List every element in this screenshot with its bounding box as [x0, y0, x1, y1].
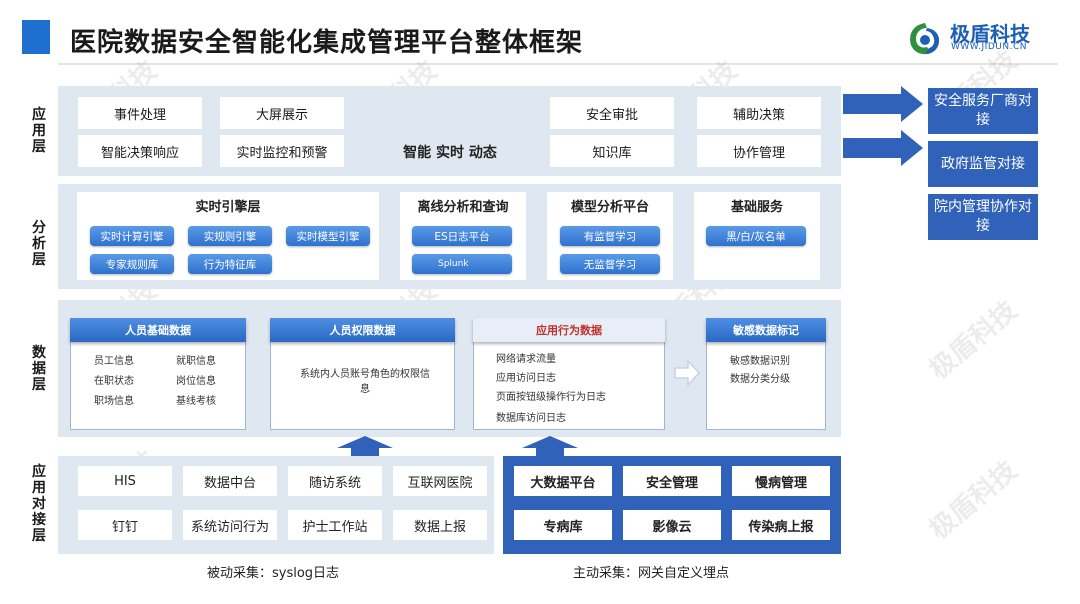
personnel-item: 基线考核 [176, 396, 216, 407]
permission-text: 系统内人员账号角色的权限信息 [300, 369, 430, 395]
personnel-item: 职场信息 [94, 396, 134, 407]
right-arrow-icon [843, 86, 923, 122]
right-hollow-arrow-icon [674, 360, 700, 386]
sensitive-card-title: 敏感数据标记 [706, 318, 826, 342]
pill-realtime-compute: 实时计算引擎 [90, 226, 174, 246]
base-service-title: 基础服务 [730, 200, 783, 215]
passive-box-his: HIS [78, 466, 172, 496]
pill-unsupervised: 无监督学习 [560, 254, 660, 274]
personnel-item: 岗位信息 [176, 376, 216, 387]
realtime-engine-title: 实时引擎层 [195, 200, 261, 215]
passive-box-nurse-station: 护士工作站 [288, 510, 382, 540]
app-box-screen: 大屏展示 [220, 97, 344, 129]
personnel-item: 在职状态 [94, 376, 134, 387]
right-box-hospital: 院内管理协作对接 [928, 194, 1038, 240]
pill-es-log: ES日志平台 [412, 226, 512, 246]
personnel-item: 员工信息 [94, 356, 134, 367]
app-box-decision-response: 智能决策响应 [78, 135, 202, 167]
passive-caption: 被动采集：syslog日志 [207, 566, 340, 581]
passive-box-data-report: 数据上报 [393, 510, 487, 540]
page-title: 医院数据安全智能化集成管理平台整体框架 [70, 28, 584, 58]
offline-title: 离线分析和查询 [417, 200, 509, 215]
app-box-monitor: 实时监控和预警 [220, 135, 344, 167]
model-title: 模型分析平台 [570, 200, 649, 215]
pill-splunk: Splunk [412, 254, 512, 274]
logo-name: 极盾科技 [950, 22, 1030, 46]
right-box-government: 政府监管对接 [928, 141, 1038, 187]
permission-card-title: 人员权限数据 [270, 318, 455, 342]
app-box-collab: 协作管理 [697, 135, 821, 167]
behavior-item: 页面按钮级操作行为日志 [496, 392, 606, 403]
passive-box-data-middle: 数据中台 [183, 466, 277, 496]
pill-behavior-features: 行为特征库 [188, 254, 272, 274]
right-arrow-icon [843, 130, 923, 166]
sensitive-item: 数据分类分级 [730, 374, 790, 385]
passive-box-access-behavior: 系统访问行为 [183, 510, 277, 540]
header-divider [58, 63, 1058, 65]
title-accent-block [22, 20, 50, 54]
logo-url: WWW.JIDUN.CN [951, 42, 1027, 52]
app-box-approval: 安全审批 [550, 97, 674, 129]
app-layer-label: 应用层 [32, 107, 46, 155]
personnel-card-title: 人员基础数据 [70, 318, 246, 342]
watermark: 极盾科技 [924, 455, 1024, 546]
watermark: 极盾科技 [924, 295, 1024, 386]
active-box-disease-db: 专病库 [514, 510, 612, 540]
up-arrow-icon [337, 436, 393, 458]
app-box-knowledge: 知识库 [550, 135, 674, 167]
pill-supervised: 有监督学习 [560, 226, 660, 246]
passive-box-internet-hospital: 互联网医院 [393, 466, 487, 496]
behavior-item: 应用访问日志 [496, 373, 556, 384]
right-arrows [843, 86, 923, 166]
active-box-imaging-cloud: 影像云 [623, 510, 721, 540]
jidun-logo-icon [910, 23, 940, 55]
active-box-chronic: 慢病管理 [732, 466, 830, 496]
active-caption: 主动采集：网关自定义埋点 [573, 566, 730, 581]
pill-realtime-model: 实时模型引擎 [286, 226, 370, 246]
app-center-text: 智能 实时 动态 [403, 145, 497, 161]
active-box-infectious-report: 传染病上报 [732, 510, 830, 540]
pill-expert-rules: 专家规则库 [90, 254, 174, 274]
data-layer-label: 数据层 [32, 345, 46, 393]
pill-blacklist: 黑/白/灰名单 [706, 226, 806, 246]
personnel-item: 就职信息 [176, 356, 216, 367]
interface-layer-label: 应用对接层 [32, 464, 46, 544]
sensitive-item: 敏感数据识别 [730, 356, 790, 367]
pill-realtime-rule: 实规则引擎 [188, 226, 272, 246]
app-box-assist: 辅助决策 [697, 97, 821, 129]
up-arrow-icon [522, 436, 578, 458]
behavior-card-title: 应用行为数据 [473, 318, 665, 342]
right-box-vendor: 安全服务厂商对接 [928, 88, 1038, 134]
behavior-item: 网络请求流量 [496, 354, 556, 365]
behavior-item: 数据库访问日志 [496, 413, 566, 424]
app-box-event: 事件处理 [78, 97, 202, 129]
active-box-security: 安全管理 [623, 466, 721, 496]
analysis-layer-label: 分析层 [32, 220, 46, 268]
active-box-bigdata: 大数据平台 [514, 466, 612, 496]
passive-box-dingtalk: 钉钉 [78, 510, 172, 540]
passive-box-followup: 随访系统 [288, 466, 382, 496]
